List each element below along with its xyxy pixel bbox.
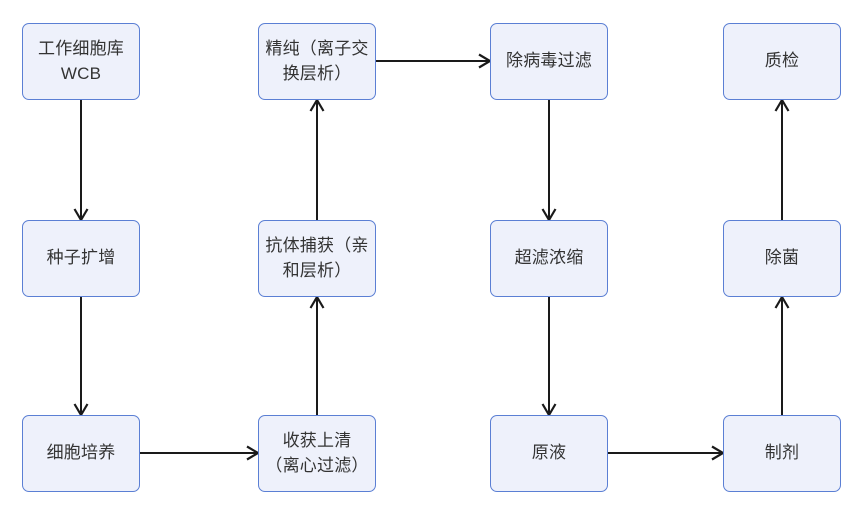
flow-node-label: 种子扩增 [46, 248, 116, 268]
flow-edge-e7 [541, 100, 557, 223]
flow-edge-e6 [376, 53, 493, 69]
flow-edge-e1 [73, 100, 89, 223]
flow-node-bulk[interactable]: 原液 [490, 415, 608, 492]
flow-node-label: 精纯（离子交换层析） [265, 39, 369, 83]
arrowhead-icon [774, 294, 790, 309]
flow-node-label: 原液 [531, 443, 567, 463]
flow-node-label: 工作细胞库 WCB [38, 39, 124, 83]
flow-node-formulate[interactable]: 制剂 [723, 415, 841, 492]
flow-edge-e9 [608, 445, 726, 461]
flow-node-label: 收获上清 （离心过滤） [265, 431, 369, 475]
flow-node-seed[interactable]: 种子扩增 [22, 220, 140, 297]
flow-edge-e8 [541, 297, 557, 418]
arrowhead-icon [478, 53, 493, 69]
flow-node-polish[interactable]: 精纯（离子交换层析） [258, 23, 376, 100]
flow-node-culture[interactable]: 细胞培养 [22, 415, 140, 492]
flow-edge-e5 [309, 97, 325, 220]
flow-node-label: 除病毒过滤 [506, 51, 592, 71]
flow-node-uf[interactable]: 超滤浓缩 [490, 220, 608, 297]
flow-node-label: 除菌 [764, 248, 800, 268]
arrowhead-icon [73, 208, 89, 223]
arrowhead-icon [73, 403, 89, 418]
flow-node-label: 抗体捕获（亲和层析） [265, 236, 369, 280]
flow-node-qc[interactable]: 质检 [723, 23, 841, 100]
flow-node-viral[interactable]: 除病毒过滤 [490, 23, 608, 100]
flow-node-capture[interactable]: 抗体捕获（亲和层析） [258, 220, 376, 297]
flow-node-sterile[interactable]: 除菌 [723, 220, 841, 297]
flow-node-wcb[interactable]: 工作细胞库 WCB [22, 23, 140, 100]
flow-node-label: 细胞培养 [46, 443, 116, 463]
flow-node-label: 质检 [764, 51, 800, 71]
flow-node-harvest[interactable]: 收获上清 （离心过滤） [258, 415, 376, 492]
arrowhead-icon [309, 97, 325, 112]
flow-edge-e3 [140, 445, 261, 461]
arrowhead-icon [246, 445, 261, 461]
arrowhead-icon [309, 294, 325, 309]
arrowhead-icon [774, 97, 790, 112]
flow-edge-e4 [309, 294, 325, 415]
flow-edge-e10 [774, 294, 790, 415]
flow-edge-e2 [73, 297, 89, 418]
flow-node-label: 超滤浓缩 [514, 248, 584, 268]
arrowhead-icon [711, 445, 726, 461]
arrowhead-icon [541, 208, 557, 223]
flow-node-label: 制剂 [764, 443, 800, 463]
flow-edge-e11 [774, 97, 790, 220]
arrowhead-icon [541, 403, 557, 418]
